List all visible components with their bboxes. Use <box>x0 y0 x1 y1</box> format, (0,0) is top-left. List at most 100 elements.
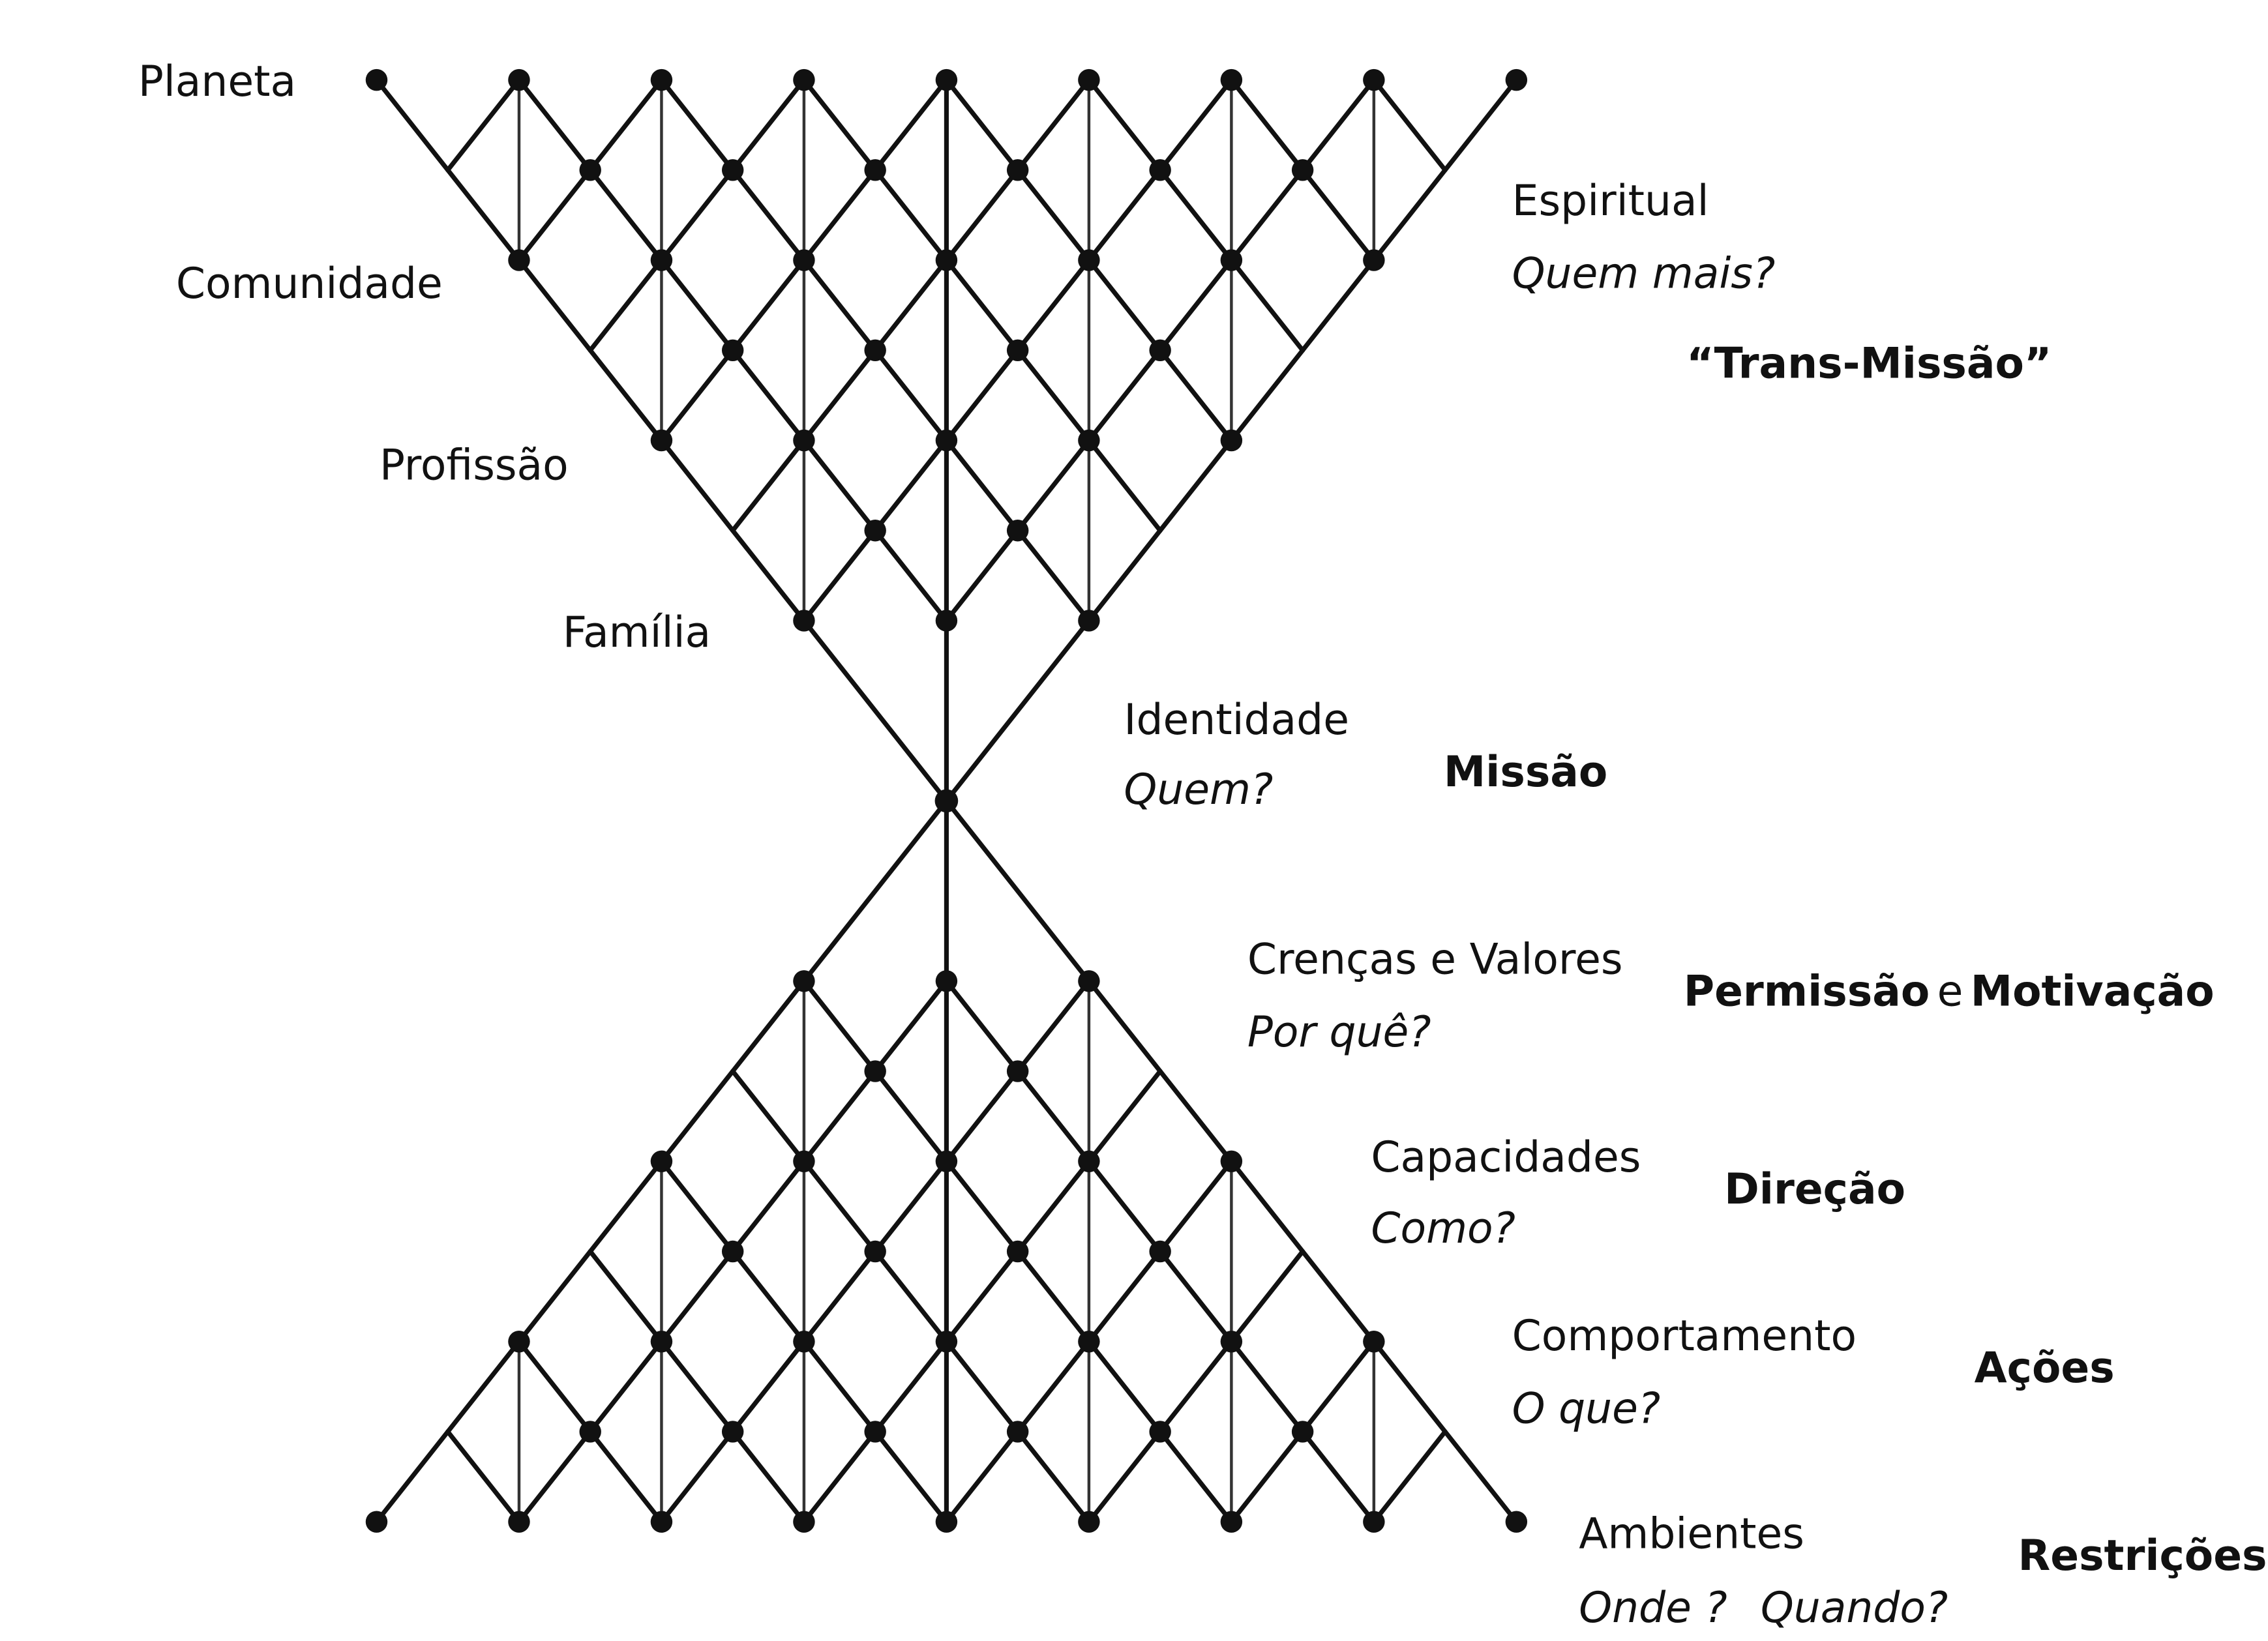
lower-diagonal-edge <box>1086 1159 1163 1254</box>
upper-diagonal-edge <box>873 437 949 533</box>
upper-diagonal-edge <box>1442 78 1519 173</box>
lower-diagonal-edge <box>1086 1339 1163 1434</box>
upper-node <box>793 429 815 452</box>
lower-diagonal-edge <box>730 1069 807 1164</box>
upper-node <box>1078 249 1100 271</box>
upper-outer-edge <box>944 618 1092 803</box>
lower-node <box>1006 1240 1029 1263</box>
label-comunidade: Comunidade <box>176 259 443 308</box>
lower-diagonal-edge <box>659 1069 736 1164</box>
lower-node <box>864 1060 886 1082</box>
upper-diagonal-edge <box>944 258 1021 353</box>
upper-diagonal-edge <box>730 168 807 263</box>
lower-diagonal-edge <box>1015 1429 1092 1524</box>
lower-diagonal-edge <box>873 979 949 1074</box>
lower-diagonal-edge <box>1086 1429 1163 1524</box>
lower-diagonal-edge <box>1371 1339 1448 1434</box>
lower-diagonal-edge <box>659 1429 736 1524</box>
upper-node <box>864 339 886 362</box>
lower-node <box>1505 1511 1528 1533</box>
question-onde: Onde ? <box>1579 1584 1727 1633</box>
center-node-identity <box>934 789 959 813</box>
upper-node <box>1149 159 1171 181</box>
upper-diagonal-edge <box>873 258 949 353</box>
lower-diagonal-edge <box>445 1429 522 1524</box>
upper-diagonal-edge <box>1015 78 1092 173</box>
upper-node <box>1220 249 1243 271</box>
upper-diagonal-edge <box>1086 437 1163 533</box>
lower-node <box>1078 970 1100 992</box>
upper-diagonal-edge <box>1229 258 1306 353</box>
upper-node <box>508 68 530 91</box>
lower-node <box>650 1331 673 1353</box>
lower-node <box>1006 1421 1029 1443</box>
lower-diagonal-edge <box>801 1429 878 1524</box>
upper-diagonal-edge <box>730 437 807 533</box>
lower-diagonal-edge <box>1229 1339 1306 1434</box>
upper-node <box>650 249 673 271</box>
question-capacidades: Como? <box>1371 1204 1515 1253</box>
upper-diagonal-edge <box>516 78 593 173</box>
lower-diagonal-edge <box>1300 1249 1377 1344</box>
label-capacidades: Capacidades <box>1371 1133 1641 1182</box>
lower-diagonal-edge <box>801 1249 878 1344</box>
lower-node <box>1220 1511 1243 1533</box>
lower-node <box>935 1150 958 1173</box>
lower-diagonal-edge <box>659 1159 736 1254</box>
question-espiritual: Quem mais? <box>1512 249 1776 298</box>
upper-node <box>935 429 958 452</box>
upper-node <box>1291 159 1314 181</box>
upper-node <box>793 249 815 271</box>
lower-diagonal-edge <box>1015 1249 1092 1344</box>
upper-diagonal-edge <box>1015 168 1092 263</box>
lower-diagonal-edge <box>1442 1429 1519 1524</box>
upper-diagonal-edge <box>873 168 949 263</box>
upper-diagonal-edge <box>1015 258 1092 353</box>
lower-node <box>1078 1331 1100 1353</box>
label-trans-missao: “Trans-Missão” <box>1686 340 2052 389</box>
lower-diagonal-edge <box>873 1339 949 1434</box>
upper-diagonal-edge <box>801 168 878 263</box>
upper-node <box>1220 429 1243 452</box>
question-quando: Quando? <box>1761 1584 1948 1633</box>
label-familia: Família <box>563 608 711 657</box>
upper-diagonal-edge <box>1157 347 1234 443</box>
upper-node <box>1078 610 1100 632</box>
lower-node <box>935 1511 958 1533</box>
role-conjunction: e <box>1937 968 1963 1016</box>
upper-node <box>1220 68 1243 91</box>
lower-diagonal-edge <box>730 1429 807 1524</box>
upper-diagonal-edge <box>1371 168 1448 263</box>
role-restricoes: Restrições <box>2018 1531 2267 1580</box>
lower-diagonal-edge <box>873 1069 949 1164</box>
lower-node <box>793 1331 815 1353</box>
lower-diagonal-edge <box>944 1249 1021 1344</box>
upper-node <box>721 159 744 181</box>
lower-diagonal-edge <box>873 1249 949 1344</box>
upper-diagonal-edge <box>1086 258 1163 353</box>
upper-diagonal-edge <box>1229 168 1306 263</box>
lower-node <box>1078 1511 1100 1533</box>
lower-node <box>1363 1511 1385 1533</box>
lower-node <box>1149 1240 1171 1263</box>
upper-diagonal-edge <box>1157 168 1234 263</box>
upper-node <box>1006 520 1029 542</box>
upper-diagonal-edge <box>1086 78 1163 173</box>
lower-diagonal-edge <box>730 979 807 1074</box>
upper-node <box>365 68 388 91</box>
lower-node <box>935 970 958 992</box>
upper-diagonal-edge <box>1086 168 1163 263</box>
upper-node <box>864 159 886 181</box>
upper-diagonal-edge <box>873 528 949 623</box>
lower-diagonal-edge <box>730 1339 807 1434</box>
label-planeta: Planeta <box>138 57 296 106</box>
lower-outer-edge <box>801 798 949 984</box>
lower-node <box>721 1240 744 1263</box>
upper-node <box>650 429 673 452</box>
role-permissao: Permissão <box>1684 968 1930 1016</box>
lower-diagonal-edge <box>516 1429 593 1524</box>
lower-diagonal-edge <box>588 1159 664 1254</box>
lower-diagonal-edge <box>873 1429 949 1524</box>
upper-node <box>1149 339 1171 362</box>
